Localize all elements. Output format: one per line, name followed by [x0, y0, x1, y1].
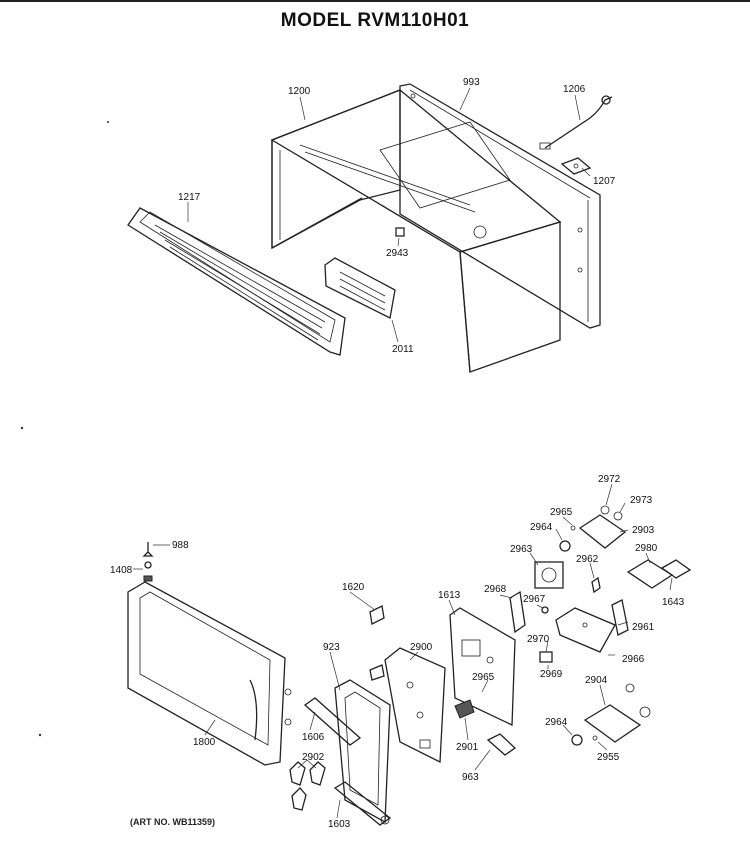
label-993: 993 [463, 77, 480, 88]
part-2968 [509, 590, 526, 634]
panel-1613 [449, 607, 516, 727]
label-2903: 2903 [632, 525, 655, 536]
label-1606: 1606 [302, 732, 325, 743]
label-2970: 2970 [527, 634, 550, 645]
label-2964-lower: 2964 [545, 717, 568, 728]
latch-988-1408 [133, 542, 170, 582]
part-1603 [333, 781, 392, 826]
label-1620: 1620 [342, 582, 365, 593]
label-2980: 2980 [635, 543, 658, 554]
top-border-line [0, 0, 750, 2]
scan-speck [20, 426, 24, 430]
part-1606 [303, 697, 362, 746]
label-1613: 1613 [438, 590, 461, 601]
part-2980-1643 [626, 559, 692, 589]
label-1603: 1603 [328, 819, 351, 830]
label-2965-upper: 2965 [550, 507, 573, 518]
label-2901: 2901 [456, 742, 479, 753]
label-2902: 2902 [302, 752, 325, 763]
label-1200: 1200 [288, 86, 311, 97]
label-2955: 2955 [597, 752, 620, 763]
label-1217: 1217 [178, 192, 201, 203]
label-1643: 1643 [662, 597, 685, 608]
label-2900: 2900 [410, 642, 433, 653]
part-number-labels: 1200 993 1206 1207 1217 2943 2011 2972 2… [110, 77, 685, 830]
part-2900 [384, 647, 446, 764]
label-2011: 2011 [392, 344, 414, 355]
board-2966 [555, 607, 616, 653]
label-2972: 2972 [598, 474, 621, 485]
label-2965-lower: 2965 [472, 672, 495, 683]
cabinet-1200 [270, 89, 562, 373]
transformer-2963 [534, 561, 564, 589]
diagram-title: MODEL RVM110H01 [280, 10, 470, 31]
scan-speck [38, 733, 42, 737]
clip-2943 [395, 227, 405, 237]
part-2964b-2955 [571, 734, 598, 746]
label-2943: 2943 [386, 248, 409, 259]
grille-1217 [127, 207, 346, 356]
vent-panel-2011 [324, 257, 396, 319]
label-2964-upper: 2964 [530, 522, 553, 533]
part-963 [486, 733, 517, 756]
label-2904: 2904 [585, 675, 608, 686]
label-2967: 2967 [523, 594, 546, 605]
part-2962 [591, 576, 601, 594]
label-1207: 1207 [593, 176, 616, 187]
label-2963: 2963 [510, 544, 533, 555]
part-1620 [369, 605, 385, 625]
leader-lines [187, 87, 673, 819]
label-2968: 2968 [484, 584, 507, 595]
label-923: 923 [323, 642, 340, 653]
label-1800: 1800 [193, 737, 216, 748]
label-2969: 2969 [540, 669, 563, 680]
label-963: 963 [462, 772, 479, 783]
art-number: (ART NO. WB11359) [130, 817, 216, 827]
label-1206: 1206 [563, 84, 586, 95]
label-2973: 2973 [630, 495, 653, 506]
label-2961: 2961 [632, 622, 655, 633]
cord-1206 [539, 95, 613, 150]
bracket-1207 [560, 157, 592, 175]
frame-923 [334, 664, 391, 824]
label-988: 988 [172, 540, 189, 551]
label-1408: 1408 [110, 565, 133, 576]
part-2903 [578, 505, 627, 549]
part-2961 [611, 599, 629, 636]
label-2966: 2966 [622, 654, 645, 665]
label-2962: 2962 [576, 554, 599, 565]
part-2904 [583, 683, 651, 743]
clips-2902 [289, 761, 326, 811]
door-1800 [127, 581, 292, 766]
scan-speck [107, 121, 109, 123]
back-panel-993 [399, 83, 601, 329]
part-2964a-2965a [559, 525, 576, 552]
